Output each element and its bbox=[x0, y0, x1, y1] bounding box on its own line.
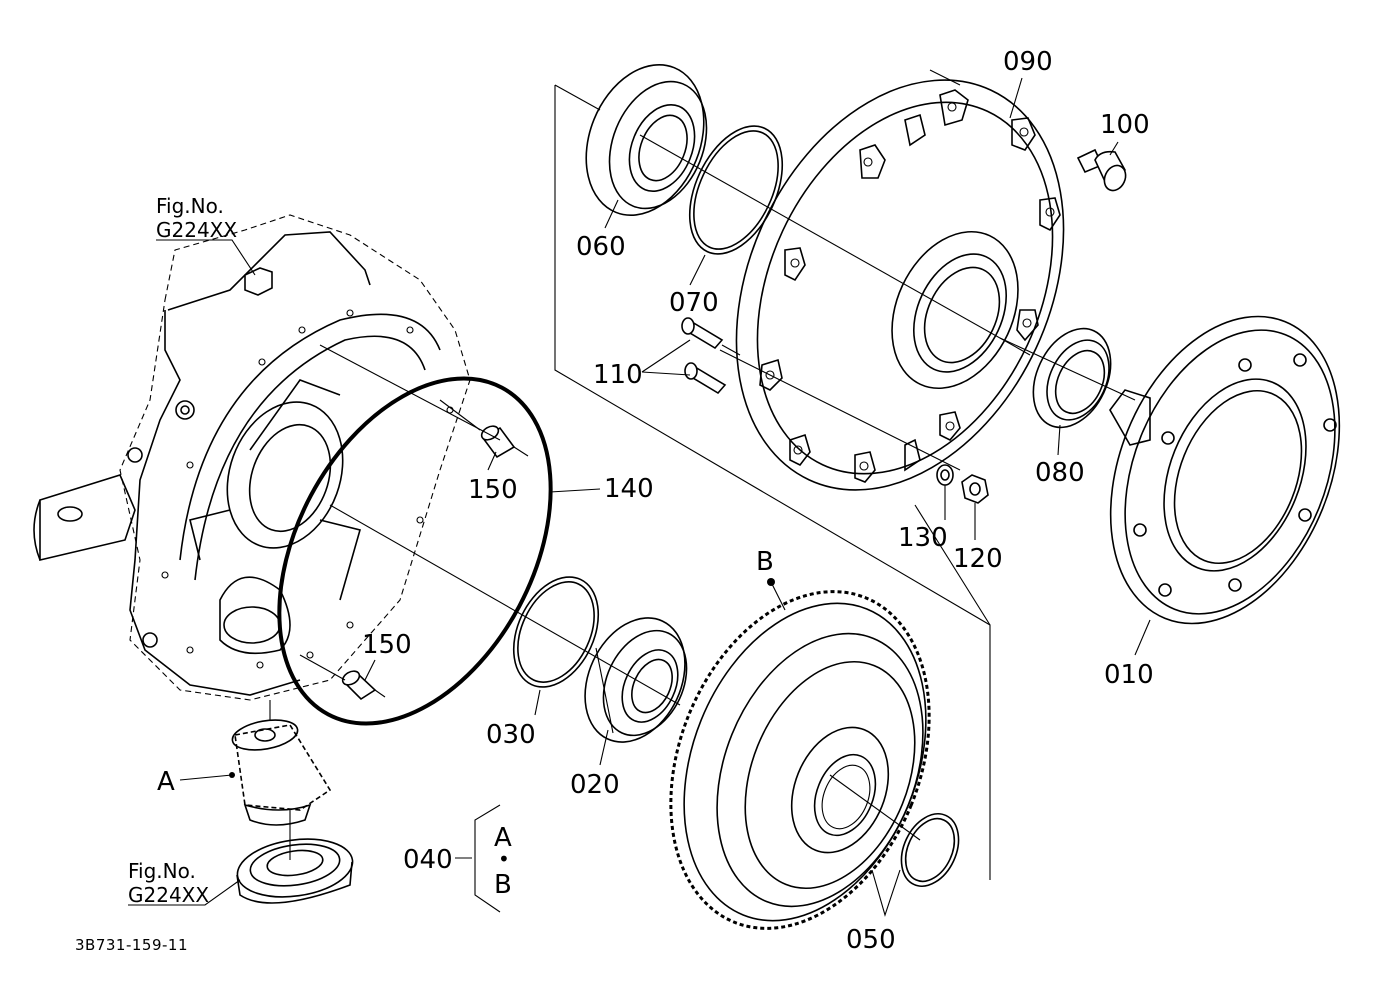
axis-line-left bbox=[329, 504, 681, 706]
pinion-gear-a bbox=[231, 700, 332, 860]
label-050: 050 bbox=[846, 925, 896, 955]
fig-ref-upper: Fig.No. G224XX bbox=[156, 194, 237, 242]
label-080: 080 bbox=[1035, 458, 1085, 488]
label-150-upper: 150 bbox=[468, 475, 518, 505]
part-labels: 090 100 060 070 110 080 130 120 140 150 … bbox=[157, 47, 1154, 955]
label-120: 120 bbox=[953, 544, 1003, 574]
svg-text:G224XX: G224XX bbox=[156, 218, 237, 242]
bearing-020 bbox=[584, 617, 688, 743]
gear-case-housing bbox=[33, 214, 471, 701]
callout-a: A bbox=[157, 767, 175, 797]
bolt-100 bbox=[1076, 148, 1127, 192]
svg-text:G224XX: G224XX bbox=[128, 883, 209, 907]
o-ring-140 bbox=[277, 376, 553, 726]
svg-text:Fig.No.: Fig.No. bbox=[128, 859, 196, 883]
svg-text:Fig.No.: Fig.No. bbox=[156, 194, 224, 218]
retaining-ring-030 bbox=[512, 576, 600, 688]
bracket-dot: • bbox=[498, 847, 510, 871]
pinion-bearing bbox=[236, 838, 354, 904]
label-110: 110 bbox=[593, 360, 643, 390]
label-030: 030 bbox=[486, 720, 536, 750]
bearing-060 bbox=[585, 64, 708, 216]
stud-110-upper bbox=[681, 317, 741, 356]
fig-ref-lower: Fig.No. G224XX bbox=[128, 859, 209, 907]
label-140: 140 bbox=[604, 474, 654, 504]
drawing-code: 3B731-159-11 bbox=[75, 936, 188, 954]
oil-seal-080 bbox=[1032, 327, 1112, 429]
nut-120 bbox=[961, 474, 989, 504]
bracket-label-a: A bbox=[494, 823, 512, 853]
flange-shaft-010 bbox=[1109, 315, 1341, 625]
stud-110-lower bbox=[684, 362, 727, 395]
assembly-plane-frame bbox=[554, 69, 991, 880]
leader-lines bbox=[128, 77, 1151, 913]
callout-b: B bbox=[756, 547, 774, 577]
label-020: 020 bbox=[570, 770, 620, 800]
label-090: 090 bbox=[1003, 47, 1053, 77]
label-010: 010 bbox=[1104, 660, 1154, 690]
label-130: 130 bbox=[898, 523, 948, 553]
label-040: 040 bbox=[403, 845, 453, 875]
axis-line-top bbox=[639, 134, 1031, 356]
axis-line-housing bbox=[319, 344, 501, 441]
bracket-label-b: B bbox=[494, 870, 512, 900]
label-060: 060 bbox=[576, 232, 626, 262]
snap-ring-050 bbox=[871, 813, 960, 917]
label-070: 070 bbox=[669, 288, 719, 318]
label-100: 100 bbox=[1100, 110, 1150, 140]
washer-130 bbox=[936, 464, 954, 486]
pin-150-lower bbox=[299, 654, 386, 701]
label-150-lower: 150 bbox=[362, 630, 412, 660]
axis-line-right bbox=[999, 337, 1136, 401]
ring-gear-b bbox=[669, 590, 931, 930]
cover-090 bbox=[719, 79, 1065, 491]
